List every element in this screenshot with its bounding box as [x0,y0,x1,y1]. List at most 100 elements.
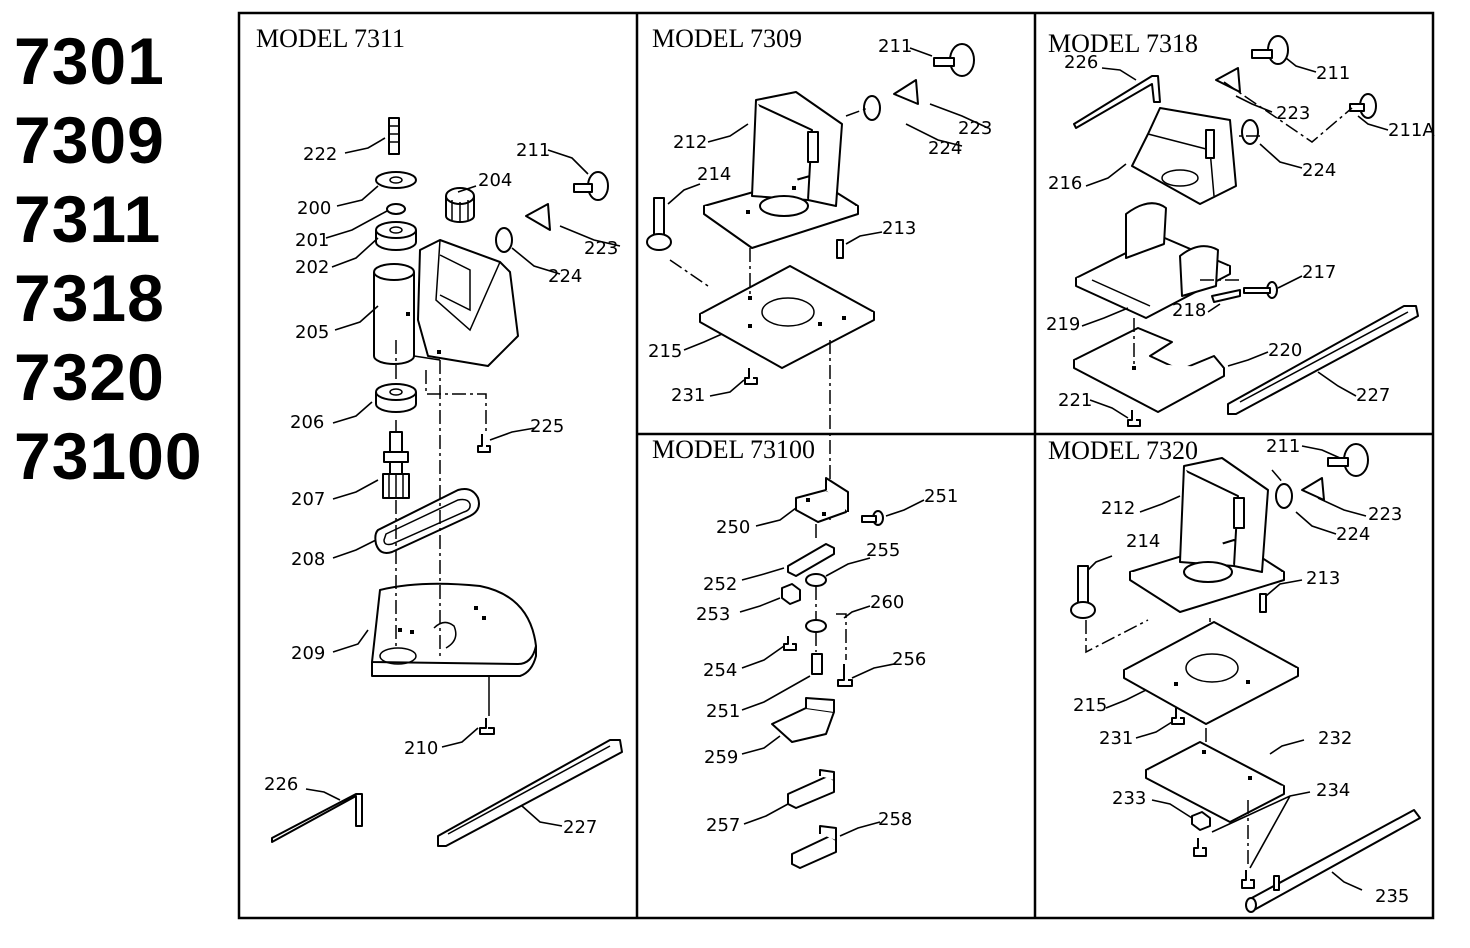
panel-title: MODEL 7311 [256,24,405,53]
model-number-list: 7301 7309 7311 7318 7320 73100 [14,22,224,496]
part-223-cone [1301,477,1325,501]
part-label: 222 [303,144,337,165]
part-212-housing [1129,457,1285,613]
part-label: 212 [673,132,707,153]
part-label: 227 [1356,385,1390,406]
part-label: 213 [1306,568,1340,589]
part-260-washer [805,619,827,633]
part-label: 223 [1276,103,1310,124]
part-259-foot [771,697,835,743]
part-label: 214 [1126,531,1160,552]
part-label: 251 [706,701,740,722]
part-231-screw [744,368,758,385]
part-label: 219 [1046,314,1080,335]
part-252-link [787,543,835,577]
panel-title: MODEL 7309 [652,24,802,53]
panel-model-73100: MODEL 73100 [652,435,958,869]
part-223-cone [525,203,551,231]
part-211A-knob [1349,93,1377,119]
part-label: 234 [1316,780,1350,801]
part-label: 215 [1073,695,1107,716]
part-label: 224 [1302,160,1336,181]
part-232-plate [1145,741,1285,823]
part-label: 251 [924,486,958,507]
part-label: 224 [1336,524,1370,545]
part-231-screw [1171,708,1185,725]
model-number: 7301 [14,24,165,98]
panel-model-7311: MODEL 7311 [256,24,623,847]
part-label: 223 [958,118,992,139]
part-label: 211A [1388,120,1435,141]
part-251-screw [861,510,884,526]
part-207-gear-shaft [382,431,410,499]
part-label: 250 [716,517,750,538]
part-251-screw [811,653,823,675]
part-219-bracket [1075,202,1231,319]
part-213-pin [1259,593,1267,613]
part-201-washer [386,203,406,215]
part-255-washer [805,573,827,587]
part-label: 204 [478,170,512,191]
part-label: 226 [264,774,298,795]
part-215-base-plate [1123,621,1299,725]
part-225-screw [477,434,491,453]
part-227-edge-guide-bar [437,739,623,847]
part-label: 220 [1268,340,1302,361]
part-224-washer [1275,483,1293,509]
part-label: 212 [1101,498,1135,519]
part-214-stud [646,197,672,251]
panel-model-7309: MODEL 7309 [646,24,992,520]
part-216-housing [1131,107,1237,205]
part-label: 207 [291,489,325,510]
panel-model-7318: MODEL 7318 [1046,29,1435,427]
part-233-nut [1191,811,1211,831]
part-label: 223 [1368,504,1402,525]
part-211-knob [1251,35,1289,65]
part-223-cone [1215,67,1241,93]
model-number: 7311 [14,182,162,256]
part-label: 232 [1318,728,1352,749]
part-220-plate [1073,327,1225,413]
part-label: 233 [1112,788,1146,809]
model-number: 73100 [14,419,203,493]
part-221-screw [1127,410,1141,427]
part-210-screw [479,718,495,735]
part-211-knob [933,43,975,77]
part-211-knob [1327,443,1369,477]
part-257-bracket [787,769,835,809]
part-253-nut [781,583,801,605]
part-224-washer [863,95,881,121]
part-222-screw [388,117,400,155]
part-226-hex-key [1073,75,1161,129]
part-217-screw [1243,281,1278,299]
part-label: 200 [297,198,331,219]
part-label: 252 [703,574,737,595]
part-label: 257 [706,815,740,836]
part-254-screw [783,636,797,651]
part-200-lock-washer [375,171,417,189]
part-label: 211 [516,140,550,161]
part-234-screw [1241,870,1255,889]
part-224-washer [1241,119,1259,145]
part-226-hex-key [271,793,363,843]
part-227-edge-guide-bar [1227,305,1419,415]
part-label: 226 [1064,52,1098,73]
part-211-knob [573,171,609,201]
panel-title: MODEL 73100 [652,435,815,464]
part-218-clip [1211,289,1241,303]
part-label: 211 [878,36,912,57]
part-label: 224 [928,138,962,159]
part-label: 201 [295,230,329,251]
part-label: 256 [892,649,926,670]
part-label: 215 [648,341,682,362]
part-label: 231 [671,385,705,406]
model-number: 7318 [14,261,165,335]
part-235-rod [1245,809,1421,913]
part-label: 211 [1316,63,1350,84]
part-label: 260 [870,592,904,613]
part-label: 206 [290,412,324,433]
panel-title: MODEL 7318 [1048,29,1198,58]
part-label: 258 [878,809,912,830]
part-label: 253 [696,604,730,625]
